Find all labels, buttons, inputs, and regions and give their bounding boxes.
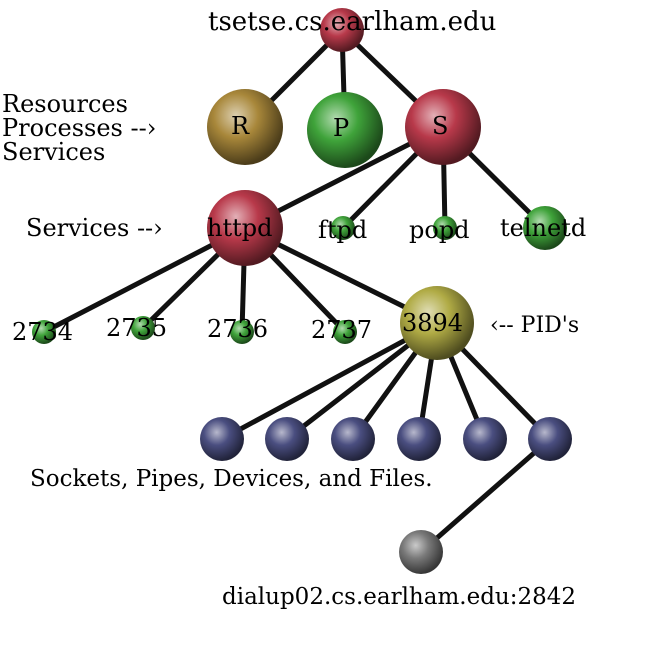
node-label-telnetd: telnetd	[500, 214, 586, 242]
node-res3	[397, 417, 441, 461]
node-label-2734: 2734	[12, 318, 73, 346]
node-label-2735: 2735	[106, 314, 167, 342]
node-2734	[32, 320, 56, 344]
edge-res5-remote	[418, 436, 553, 555]
node-remote	[399, 530, 443, 574]
node-P	[307, 92, 383, 168]
node-label-R: R	[231, 112, 250, 140]
services-arrow-label: Services --›	[26, 214, 163, 242]
node-telnetd	[523, 206, 567, 250]
edge-3894-res0	[219, 320, 440, 442]
node-res4	[463, 417, 507, 461]
node-label-ftpd: ftpd	[318, 216, 367, 244]
node-S	[405, 89, 481, 165]
node-label-S: S	[432, 112, 448, 140]
node-label-httpd: httpd	[207, 214, 272, 242]
node-httpd	[207, 190, 283, 266]
node-2736	[230, 320, 254, 344]
node-2735	[131, 316, 155, 340]
legend-resources: Resources	[2, 90, 128, 118]
node-label-2736: 2736	[207, 315, 268, 343]
legend-processes: Processes --›	[2, 114, 156, 142]
remote-label: dialup02.cs.earlham.edu:2842	[222, 584, 576, 610]
legend-services: Services	[2, 138, 105, 166]
labels: tsetse.cs.earlham.edu Resources Processe…	[2, 7, 586, 610]
node-root	[320, 8, 364, 52]
resources-caption: Sockets, Pipes, Devices, and Files.	[30, 466, 433, 492]
node-label-popd: popd	[409, 216, 470, 244]
node-popd	[433, 216, 457, 240]
node-3894	[400, 286, 474, 360]
node-res5	[528, 417, 572, 461]
nodes	[32, 8, 572, 574]
pids-arrow-label: ‹-- PID's	[490, 313, 579, 338]
node-res2	[331, 417, 375, 461]
node-R	[207, 89, 283, 165]
root-label: tsetse.cs.earlham.edu	[208, 7, 496, 37]
node-label-3894: 3894	[402, 309, 463, 337]
node-label-P: P	[333, 114, 349, 142]
node-2737	[333, 320, 357, 344]
node-res1	[265, 417, 309, 461]
node-res0	[200, 417, 244, 461]
node-ftpd	[331, 216, 355, 240]
node-label-2737: 2737	[311, 316, 372, 344]
